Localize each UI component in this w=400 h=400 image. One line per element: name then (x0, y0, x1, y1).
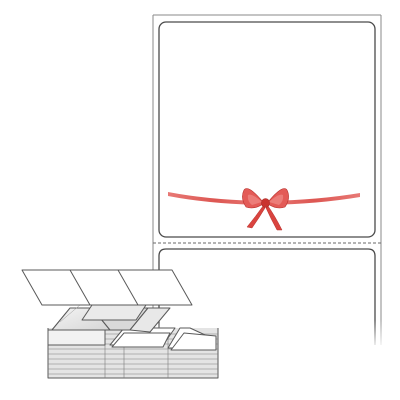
ribbon-bow-graphic (168, 188, 360, 231)
top-unfold-row (21, 269, 193, 306)
fanfold-stack (21, 269, 219, 379)
mid-row (81, 304, 147, 321)
label-main (158, 21, 376, 238)
label-next (158, 248, 376, 345)
top-label-3 (117, 269, 193, 306)
